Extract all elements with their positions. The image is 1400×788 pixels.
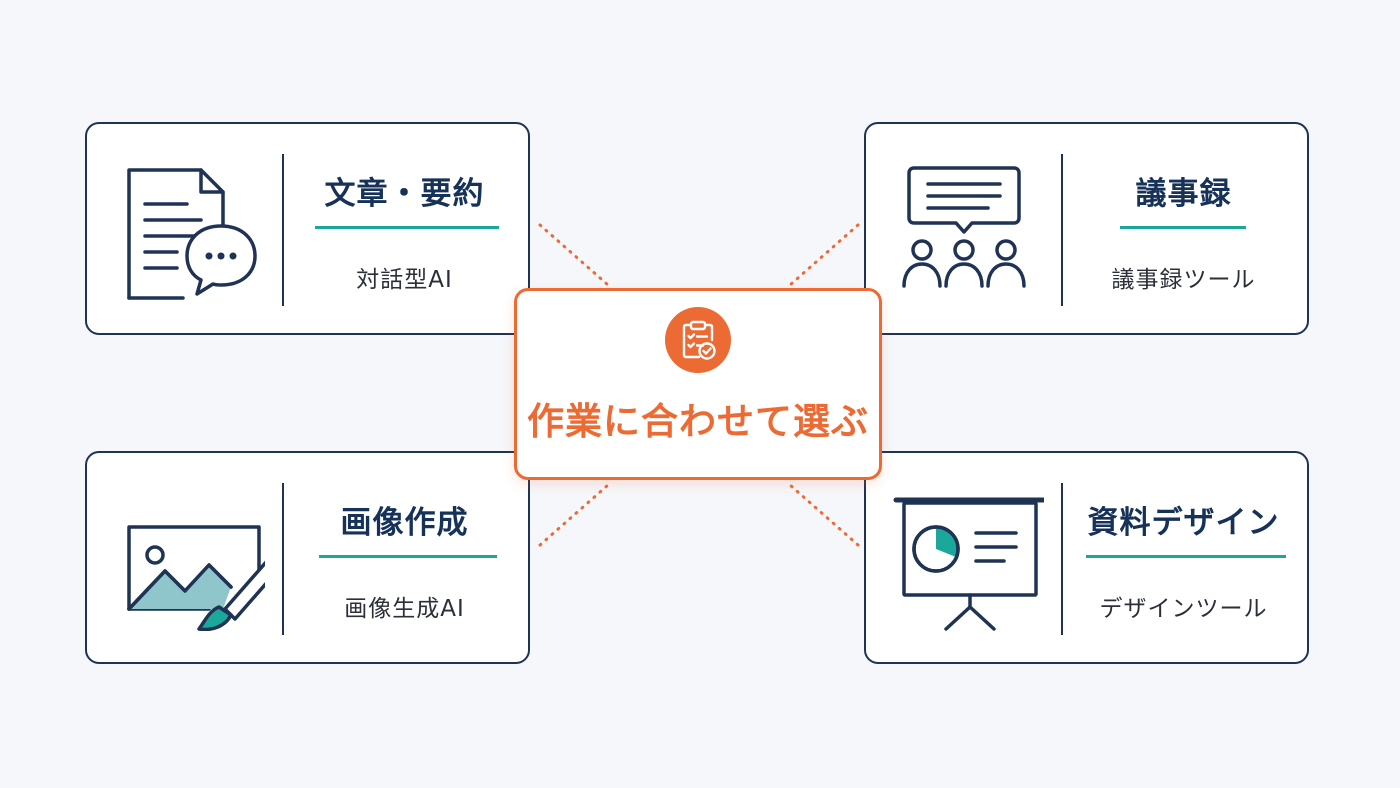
document-chat-icon [105, 152, 265, 302]
card-title-underline [1086, 555, 1286, 558]
card-title: 資料デザイン [1087, 505, 1280, 541]
category-card-design: 資料デザイン デザインツール [864, 451, 1309, 664]
card-title-underline [1120, 226, 1246, 229]
card-subtitle: デザインツール [1099, 596, 1268, 622]
meeting-icon [884, 152, 1044, 302]
connector-top-right [788, 223, 860, 287]
card-title: 議事録 [1135, 176, 1232, 212]
category-card-writing: 文章・要約 対話型AI [85, 122, 530, 335]
card-subtitle: 議事録ツール [1111, 267, 1256, 293]
card-divider [1061, 483, 1063, 635]
connector-bottom-right [788, 483, 860, 547]
card-subtitle: 画像生成AI [344, 596, 465, 622]
card-divider [1061, 154, 1063, 306]
category-card-image: 画像作成 画像生成AI [85, 451, 530, 664]
presentation-chart-icon [884, 481, 1044, 631]
card-divider [282, 154, 284, 306]
clipboard-check-icon [665, 307, 731, 373]
card-title-underline [315, 226, 499, 229]
image-brush-icon [105, 481, 265, 631]
card-title: 画像作成 [340, 505, 469, 541]
category-card-minutes: 議事録 議事録ツール [864, 122, 1309, 335]
connector-top-left [538, 223, 610, 287]
center-hub: 作業に合わせて選ぶ [514, 288, 882, 480]
center-title: 作業に合わせて選ぶ [527, 400, 869, 443]
card-subtitle: 対話型AI [356, 267, 453, 293]
connector-bottom-left [538, 483, 610, 547]
card-divider [282, 483, 284, 635]
card-title-underline [319, 555, 497, 558]
card-title: 文章・要約 [324, 176, 485, 212]
